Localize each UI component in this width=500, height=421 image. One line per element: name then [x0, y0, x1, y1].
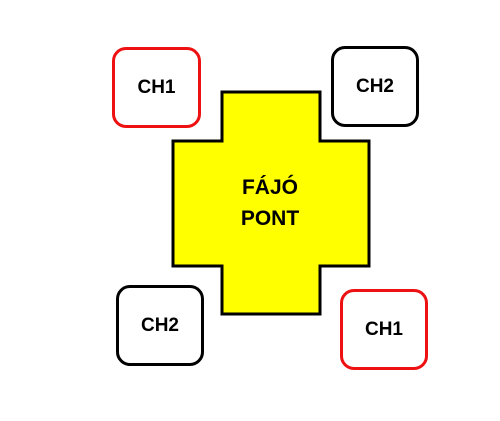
pain-point-cross: [171, 90, 371, 316]
channel-box-top-left: CH1: [112, 47, 201, 128]
pain-point-label: FÁJÓ PONT: [172, 172, 368, 234]
channel-label: CH2: [355, 75, 394, 97]
channel-box-bottom-right: CH1: [340, 289, 428, 370]
channel-label: CH2: [140, 314, 179, 336]
channel-box-bottom-left: CH2: [116, 285, 204, 366]
channel-label: CH1: [137, 76, 176, 98]
pain-point-label-line2: PONT: [240, 207, 300, 230]
channel-box-top-right: CH2: [331, 46, 419, 127]
pain-point-label-line1: FÁJÓ: [241, 176, 298, 199]
channel-label: CH1: [364, 318, 403, 340]
